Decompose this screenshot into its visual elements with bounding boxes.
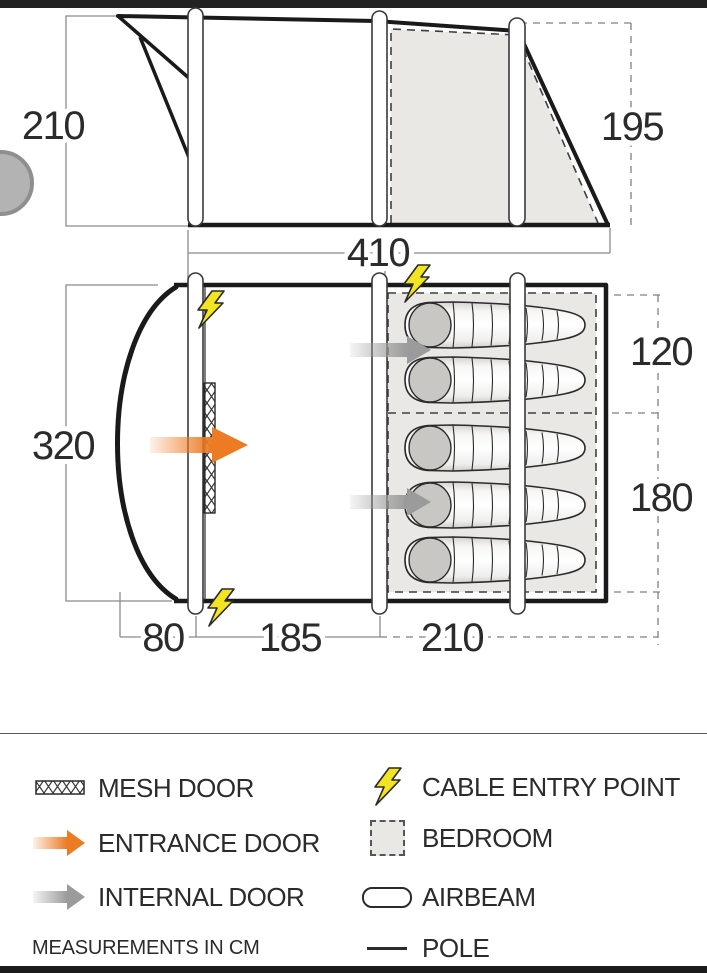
legend-label-pole: POLE (422, 932, 490, 963)
dim-210-bracket (65, 15, 190, 227)
legend-label-bedroom: BEDROOM (422, 822, 553, 853)
elevation-bedroom-area (391, 29, 598, 223)
pole-icon (362, 946, 412, 950)
elevation-airbeam-1 (187, 7, 204, 227)
dim-height-right: 195 (601, 105, 663, 149)
legend-label-cable-entry: CABLE ENTRY POINT (422, 771, 680, 802)
cable-entry-icon (207, 588, 235, 627)
tent-diagram: 210 195 410 (17, 7, 699, 665)
dim-right-dashed (612, 294, 662, 645)
units-note-label: MEASUREMENTS IN CM (32, 936, 260, 959)
legend-label-airbeam: AIRBEAM (422, 881, 536, 912)
dim-bedroom-top: 120 (630, 330, 692, 374)
elevation-airbeam-3 (508, 17, 526, 227)
dim-height-left: 210 (22, 104, 84, 148)
top-black-bar (0, 0, 707, 8)
plan-border (174, 282, 609, 604)
legend-row-pole: POLE (362, 931, 490, 965)
entrance-door-arrow (150, 427, 248, 463)
floor-plan-view: 320 120 180 80 185 210 (27, 264, 699, 665)
elevation-guy-lines (116, 14, 192, 161)
dim-320-bracket (65, 284, 172, 602)
legend-row-cable-entry: CABLE ENTRY POINT (362, 766, 680, 808)
dim-bedroom-bottom: 180 (630, 476, 692, 520)
bottom-black-bar (0, 966, 707, 973)
internal-door-icon (32, 882, 88, 912)
legend-row-bedroom: BEDROOM (362, 820, 553, 856)
dim-depth: 320 (32, 424, 94, 468)
cable-entry-icon (362, 767, 412, 807)
legend-label-mesh-door: MESH DOOR (98, 772, 254, 803)
elevation-roof-outline (116, 14, 610, 227)
plan-airbeam-2 (371, 272, 388, 615)
dim-bedroom-length: 210 (421, 616, 483, 660)
dim-410-lines (187, 228, 611, 280)
legend-row-internal-door: INTERNAL DOOR (32, 880, 305, 914)
legend-row-entrance-door: ENTRANCE DOOR (32, 826, 320, 860)
legend-row-airbeam: AIRBEAM (362, 879, 536, 915)
elevation-view: 210 195 410 (17, 7, 670, 280)
elevation-airbeam-2 (371, 10, 388, 227)
legend-label-entrance-door: ENTRANCE DOOR (98, 827, 320, 858)
plan-porch-curve (115, 284, 179, 602)
dim-porch: 80 (142, 616, 184, 660)
mesh-door-icon (32, 780, 88, 796)
legend-row-mesh-door: MESH DOOR (32, 771, 254, 805)
internal-door-arrow (350, 488, 431, 516)
airbeam-icon (362, 886, 412, 908)
bedroom-icon (362, 820, 412, 856)
entrance-door-icon (32, 828, 88, 858)
plan-airbeam-3 (509, 272, 526, 615)
dim-living: 185 (259, 616, 321, 660)
legend-divider (0, 733, 707, 734)
legend-label-internal-door: INTERNAL DOOR (98, 881, 305, 912)
dim-195-dashed-lines (520, 22, 632, 225)
legend-row-units-note: MEASUREMENTS IN CM (32, 933, 260, 963)
elevation-bedroom-dashed-border (390, 28, 599, 224)
dim-bottom-solid (119, 592, 381, 638)
dim-width: 410 (347, 231, 409, 275)
internal-door-arrow (350, 336, 431, 364)
